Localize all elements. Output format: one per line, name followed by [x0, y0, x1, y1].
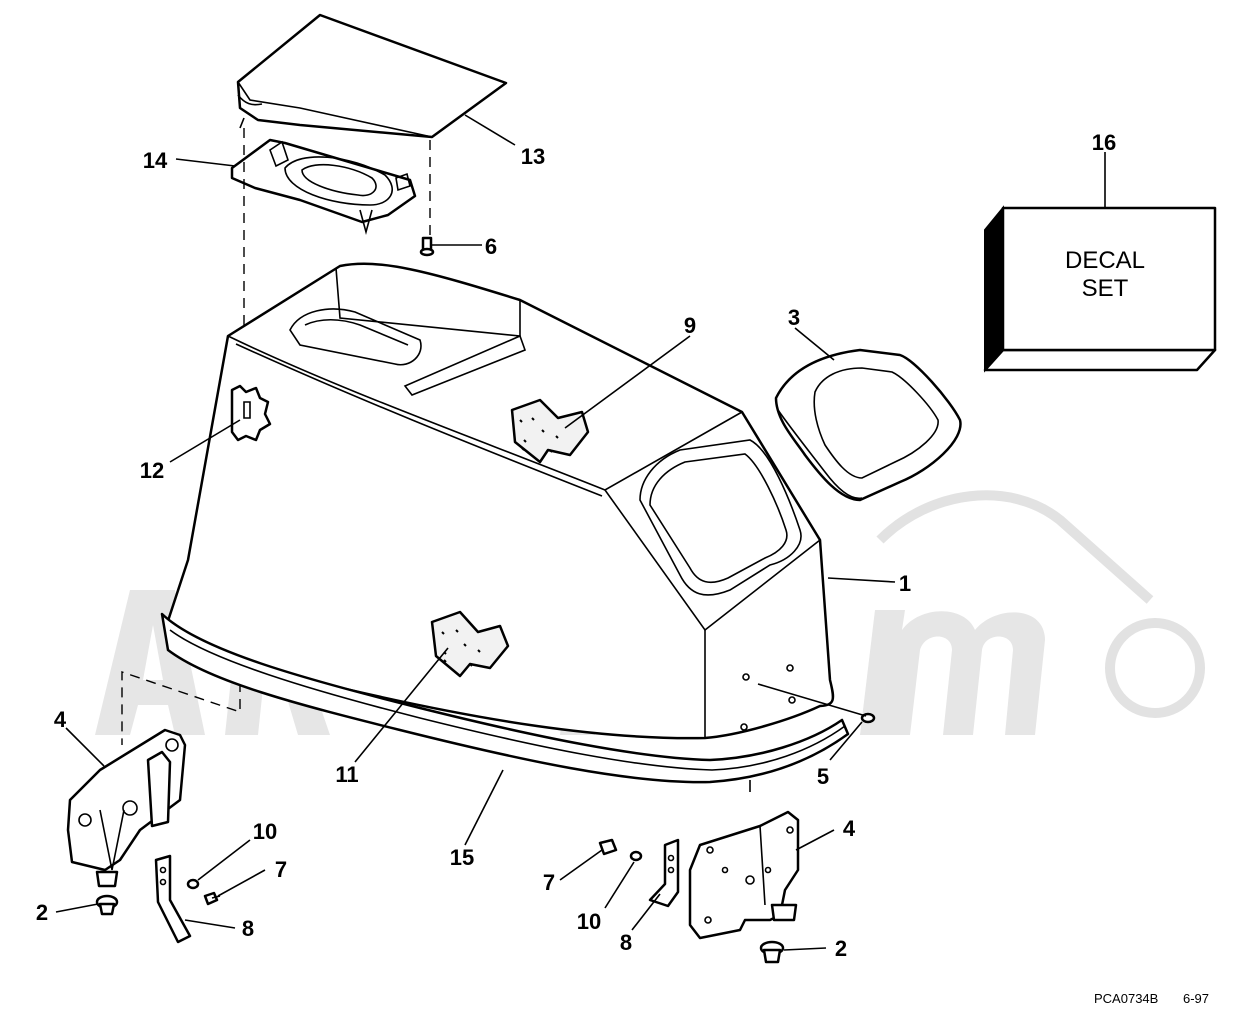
leader-8-left: [184, 919, 236, 929]
leader-5: [829, 721, 863, 761]
leader-4-left: [65, 727, 105, 767]
callout-2-right: 2: [835, 936, 847, 961]
leader-13: [464, 114, 516, 146]
decal-box-line1: DECAL: [1065, 247, 1145, 274]
leader-5b: [757, 683, 867, 717]
callout-13: 13: [521, 144, 545, 169]
callout-7-left: 7: [275, 857, 287, 882]
leader-14: [175, 158, 236, 167]
part-6-screw: [419, 236, 435, 257]
leader-7-left: [217, 869, 266, 897]
callout-6: 6: [485, 234, 497, 259]
drawing-code: PCA0734B: [1094, 991, 1158, 1006]
callout-4-left: 4: [54, 707, 67, 732]
alignment-line-lower: [121, 665, 241, 745]
date-code: 6-97: [1183, 991, 1209, 1006]
part-12-latch: [230, 384, 272, 442]
callout-8-right: 8: [620, 930, 632, 955]
callout-10-right: 10: [577, 909, 601, 934]
part-15-lower-seal: [160, 612, 850, 792]
callout-labels: 13 14 6 16 3 9 12 1 11 5 15 4 10 7 2 8 4…: [36, 130, 1116, 961]
part-4-left-bracket: [66, 728, 187, 872]
part-13-top-cover: [236, 13, 508, 139]
callout-9: 9: [684, 313, 696, 338]
callout-11: 11: [335, 762, 358, 787]
leader-2-left: [55, 903, 99, 913]
part-3-window: [774, 348, 962, 502]
leader-15: [464, 769, 504, 846]
callout-3: 3: [788, 305, 800, 330]
part-11-foam-pad: [430, 610, 510, 678]
part-8-left-clip: [154, 854, 192, 944]
part-14-grille-frame: [230, 138, 417, 236]
part-2-right-foot: [759, 903, 798, 964]
leader-7-right: [559, 849, 603, 881]
part-10-right-washer: [629, 850, 643, 862]
callout-7-right: 7: [543, 870, 555, 895]
leader-lines: [55, 114, 1106, 951]
leader-10-left: [197, 839, 251, 881]
part-2-left-foot: [95, 870, 119, 916]
drawing-reference: PCA0734B 6-97: [1094, 991, 1209, 1006]
callout-15: 15: [450, 845, 474, 870]
callout-4-right: 4: [843, 816, 856, 841]
callout-10-left: 10: [253, 819, 277, 844]
leader-1: [827, 577, 896, 583]
part-9-foam-pad: [510, 398, 590, 464]
part-7-right-screw: [598, 838, 618, 856]
decal-box-line2: SET: [1082, 275, 1129, 302]
leader-2-right: [783, 947, 827, 951]
leader-8-right: [631, 893, 661, 931]
part-1-engine-cover: [163, 262, 835, 740]
leader-3: [794, 327, 835, 361]
leader-4-right: [795, 829, 835, 851]
part-10-left-washer: [186, 878, 200, 890]
part-16-decal-set-box: DECAL SET: [983, 205, 1217, 373]
callout-1: 1: [899, 571, 911, 596]
part-8-right-clip: [648, 838, 680, 908]
callout-12: 12: [140, 458, 164, 483]
callout-16: 16: [1092, 130, 1116, 155]
callout-8-left: 8: [242, 916, 254, 941]
leader-9: [564, 335, 691, 429]
part-7-left-screw: [203, 891, 221, 906]
callout-14: 14: [143, 148, 168, 173]
leader-12: [169, 419, 241, 463]
leader-11: [354, 647, 449, 763]
callout-5: 5: [817, 764, 829, 789]
callout-2-left: 2: [36, 900, 48, 925]
leader-10-right: [604, 861, 635, 909]
